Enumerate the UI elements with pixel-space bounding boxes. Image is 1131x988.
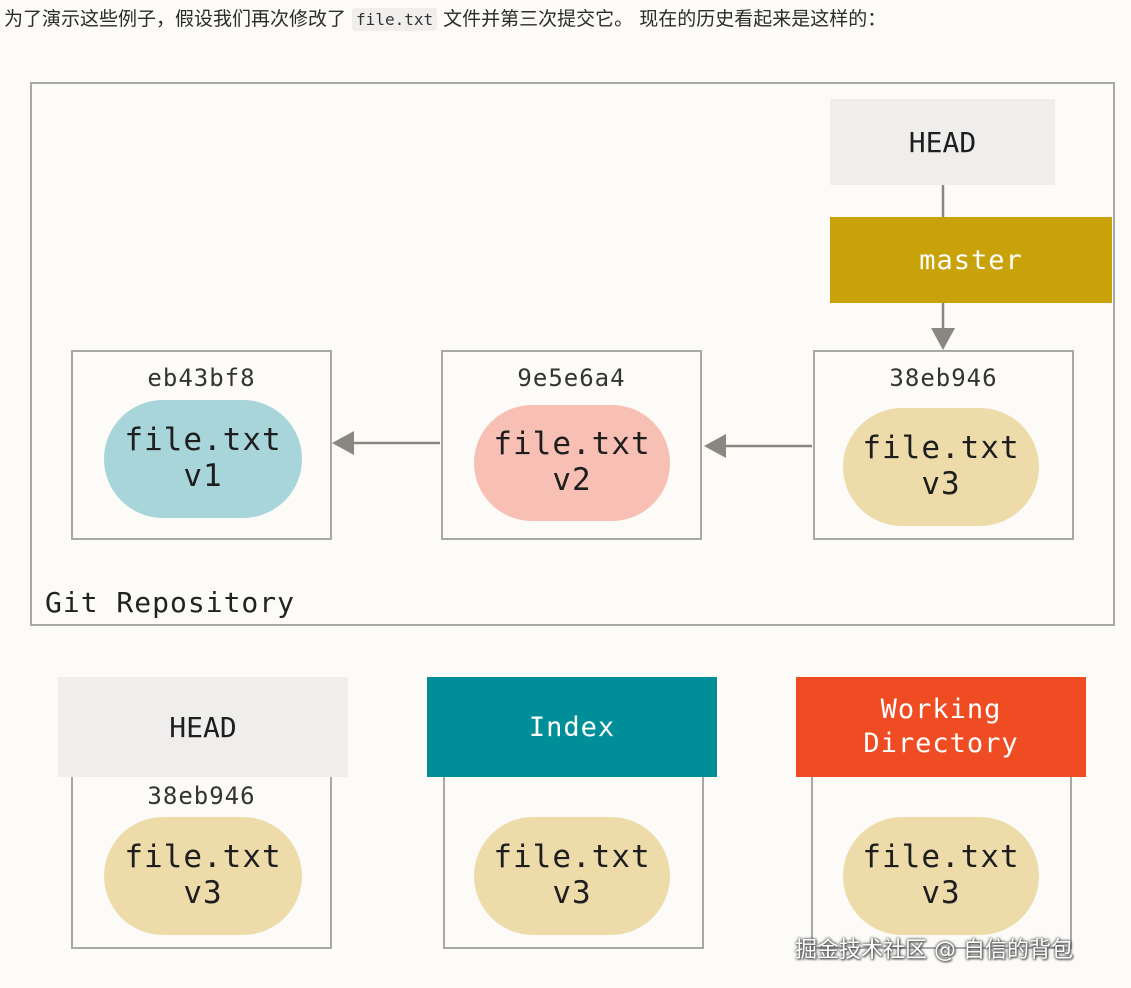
git-repository-label: Git Repository	[45, 586, 296, 619]
intro-text-after: 文件并第三次提交它。 现在的历史看起来是这样的：	[437, 8, 887, 30]
working-directory-label-line2: Directory	[863, 728, 1019, 759]
blob-file-name: file.txt	[124, 422, 282, 459]
intro-text-before: 为了演示这些例子，假设我们再次修改了	[4, 8, 353, 30]
head-tree-blob: file.txt v3	[104, 817, 302, 935]
blob-file-name: file.txt	[493, 426, 651, 463]
commit-hash-1: eb43bf8	[147, 364, 256, 392]
blob-version: v3	[552, 875, 592, 911]
v2-to-v1-arrowhead	[332, 431, 354, 455]
working-directory-label: Working Directory	[796, 677, 1086, 777]
master-arrowhead	[931, 328, 955, 350]
blob-v1: file.txt v1	[104, 400, 302, 518]
repo-head-label: HEAD	[830, 99, 1055, 185]
blob-v2: file.txt v2	[474, 405, 670, 521]
watermark: 掘金技术社区 @ 自信的背包	[795, 938, 1073, 963]
working-directory-label-line1: Working	[880, 694, 1002, 726]
blob-version: v3	[921, 875, 961, 911]
blob-version: v2	[552, 462, 592, 498]
blob-version: v3	[921, 466, 961, 502]
blob-version: v3	[183, 875, 223, 911]
index-tree-label: Index	[427, 677, 717, 777]
blob-v3: file.txt v3	[843, 408, 1039, 526]
head-tree-hash: 38eb946	[147, 782, 256, 810]
blob-file-name: file.txt	[862, 430, 1020, 467]
git-repository-frame	[30, 82, 1115, 626]
intro-paragraph: 为了演示这些例子，假设我们再次修改了 file.txt 文件并第三次提交它。 现…	[4, 4, 886, 31]
v3-to-v2-arrowhead	[704, 434, 726, 458]
blob-file-name: file.txt	[862, 839, 1020, 876]
intro-code: file.txt	[352, 8, 438, 31]
working-directory-blob: file.txt v3	[843, 817, 1039, 935]
commit-hash-3: 38eb946	[889, 364, 998, 392]
blob-file-name: file.txt	[493, 839, 651, 876]
head-tree-label: HEAD	[58, 677, 348, 777]
commit-hash-2: 9e5e6a4	[517, 364, 626, 392]
master-branch-label: master	[830, 217, 1112, 303]
blob-version: v1	[183, 458, 223, 494]
blob-file-name: file.txt	[124, 839, 282, 876]
index-tree-blob: file.txt v3	[474, 817, 670, 935]
